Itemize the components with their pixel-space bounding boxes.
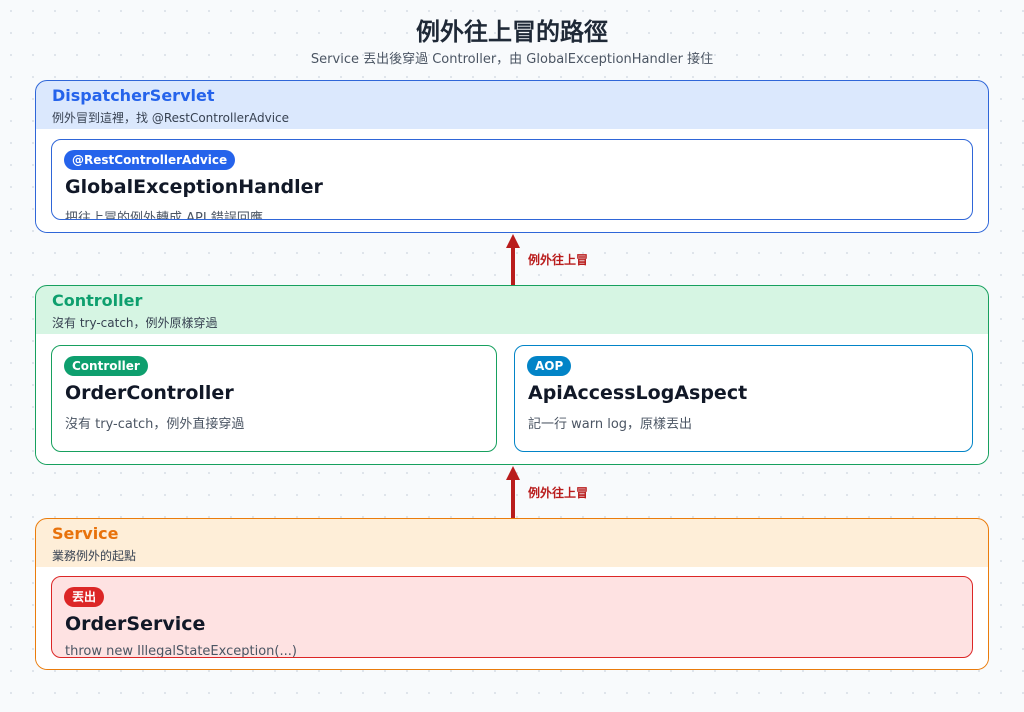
layer-description: 業務例外的起點 bbox=[52, 549, 137, 563]
layer-name: Controller bbox=[52, 291, 143, 310]
card-order-controller[interactable]: Controller OrderController 沒有 try-catch，… bbox=[51, 345, 497, 452]
layer-service: Service 業務例外的起點 丟出 OrderService throw ne… bbox=[35, 518, 989, 670]
card-badge: Controller bbox=[64, 356, 148, 376]
card-badge: @RestControllerAdvice bbox=[64, 150, 236, 170]
layer-dispatcher-servlet: DispatcherServlet 例外冒到這裡，找 @RestControll… bbox=[35, 80, 989, 233]
layer-name: DispatcherServlet bbox=[52, 86, 215, 105]
layer-name: Service bbox=[52, 524, 119, 543]
card-title: GlobalExceptionHandler bbox=[65, 176, 323, 198]
layer-body: @RestControllerAdvice GlobalExceptionHan… bbox=[36, 129, 988, 232]
arrow-label: 例外往上冒 bbox=[528, 253, 589, 267]
card-api-access-log-aspect[interactable]: AOP ApiAccessLogAspect 記一行 warn log，原樣丟出 bbox=[514, 345, 973, 452]
layer-body: Controller OrderController 沒有 try-catch，… bbox=[36, 334, 988, 464]
card-description: throw new IllegalStateException(...) bbox=[65, 644, 297, 658]
layer-body: 丟出 OrderService throw new IllegalStateEx… bbox=[36, 567, 988, 669]
layer-header: Service 業務例外的起點 bbox=[36, 519, 988, 567]
layer-description: 例外冒到這裡，找 @RestControllerAdvice bbox=[52, 111, 290, 125]
arrow-label: 例外往上冒 bbox=[528, 486, 589, 500]
card-title: ApiAccessLogAspect bbox=[528, 382, 748, 404]
card-title: OrderController bbox=[65, 382, 234, 404]
diagram-title: 例外往上冒的路徑 bbox=[416, 18, 608, 46]
layer-header: DispatcherServlet 例外冒到這裡，找 @RestControll… bbox=[36, 81, 988, 129]
layer-description: 沒有 try-catch，例外原樣穿過 bbox=[52, 316, 218, 330]
card-global-exception-handler[interactable]: @RestControllerAdvice GlobalExceptionHan… bbox=[51, 139, 973, 220]
arrow-up-icon bbox=[502, 465, 524, 518]
card-description: 記一行 warn log，原樣丟出 bbox=[528, 417, 693, 432]
diagram-subtitle: Service 丟出後穿過 Controller，由 GlobalExcepti… bbox=[310, 52, 714, 67]
arrow-up-icon bbox=[502, 233, 524, 285]
layer-header: Controller 沒有 try-catch，例外原樣穿過 bbox=[36, 286, 988, 334]
card-description: 把往上冒的例外轉成 API 錯誤回應 bbox=[65, 211, 263, 220]
card-badge: 丟出 bbox=[64, 587, 105, 607]
card-description: 沒有 try-catch，例外直接穿過 bbox=[65, 417, 245, 432]
card-title: OrderService bbox=[65, 613, 206, 635]
card-order-service[interactable]: 丟出 OrderService throw new IllegalStateEx… bbox=[51, 576, 973, 658]
layer-controller: Controller 沒有 try-catch，例外原樣穿過 Controlle… bbox=[35, 285, 989, 465]
card-badge: AOP bbox=[527, 356, 572, 376]
